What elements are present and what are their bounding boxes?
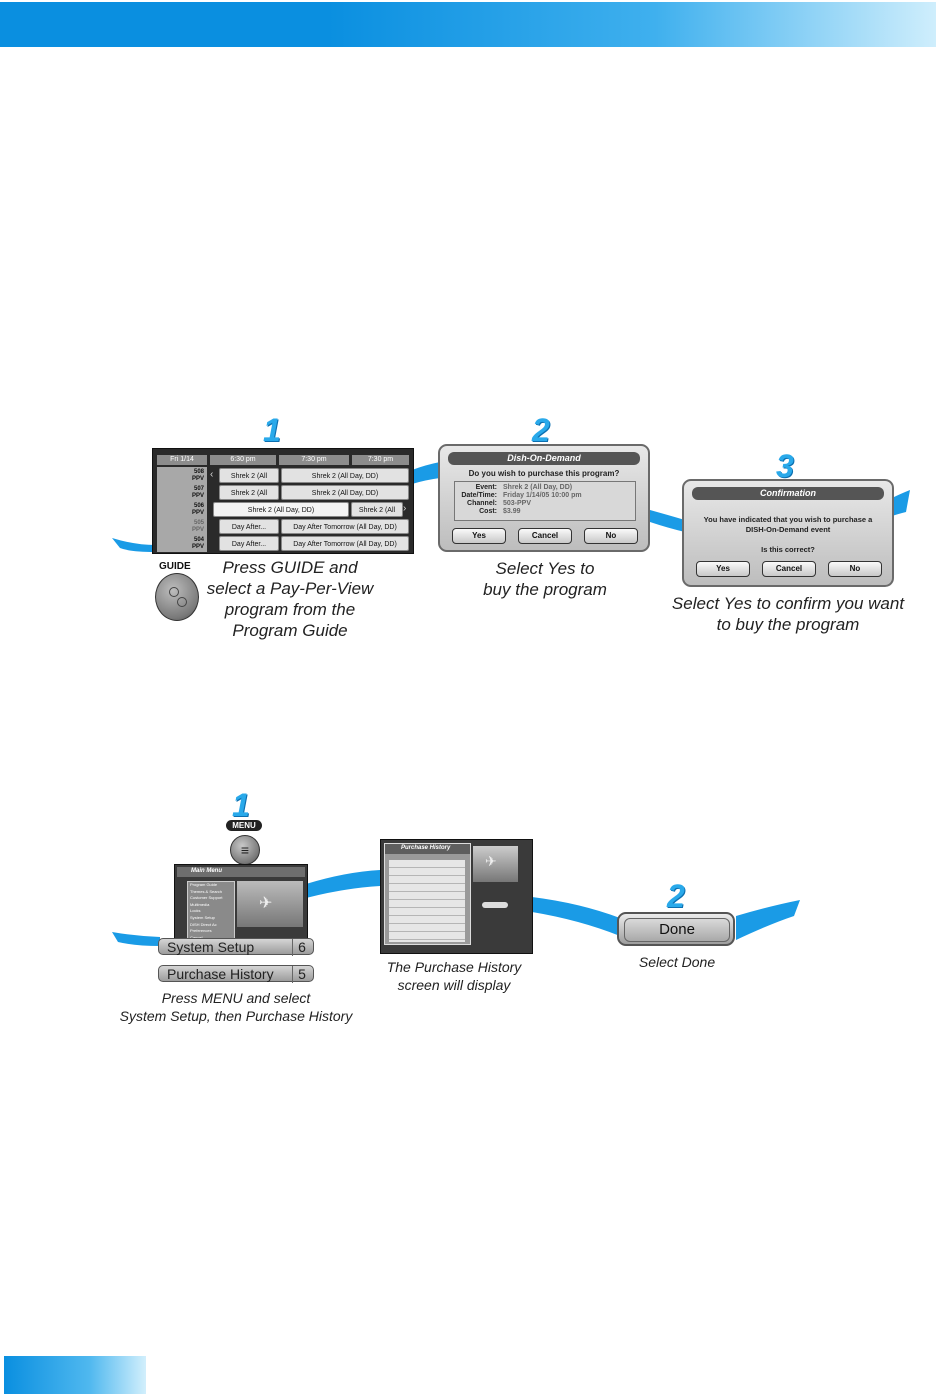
screen-header: Purchase History (385, 844, 470, 854)
guide-time-header: 7:30 pm (352, 455, 409, 465)
field-label: Channel: (455, 500, 497, 507)
menu-item[interactable]: Locks (190, 908, 234, 915)
video-preview: ✈ (237, 881, 303, 927)
menu-item-number: 5 (292, 966, 311, 983)
purchase-history-menu-item[interactable]: Purchase History 5 (158, 965, 314, 982)
dialog-question: Do you wish to purchase this program? (440, 469, 648, 478)
guide-program-cell[interactable]: Day After Tomorrow (All Day, DD) (281, 536, 409, 551)
main-menu-screen: Main Menu Program Guide Themes & Search … (174, 864, 308, 946)
guide-program-cell[interactable]: Shrek 2 (All Day, DD) (213, 502, 349, 517)
menu-label-pill: MENU (226, 820, 262, 831)
field-value: 503-PPV (503, 500, 531, 507)
guide-program-cell[interactable]: Shrek 2 (All Day, DD) (281, 468, 409, 483)
step2-caption: Select Yes to buy the program (460, 558, 630, 600)
dialog-title: Dish-On-Demand (448, 452, 640, 465)
guide-program-cell[interactable]: Shrek 2 (All (219, 485, 279, 500)
guide-date-header: Fri 1/14 (157, 455, 207, 465)
section2-step2-caption: Select Done (617, 953, 737, 971)
dialog-title: Confirmation (692, 487, 884, 500)
section2-step1-caption: Press MENU and select System Setup, then… (100, 989, 372, 1025)
guide-program-cell[interactable]: Day After Tomorrow (All Day, DD) (281, 519, 409, 534)
menu-item[interactable]: DISH Direct Ac (190, 922, 234, 929)
guide-time-header: 7:30 pm (279, 455, 349, 465)
guide-program-cell[interactable]: Day After... (219, 519, 279, 534)
guide-time-header: 6:30 pm (210, 455, 276, 465)
menu-lines-icon: ≡ (241, 842, 249, 858)
yes-button[interactable]: Yes (452, 528, 506, 544)
purchase-history-screen: Purchase History ✈ (380, 839, 533, 954)
confirmation-dialog: Confirmation You have indicated that you… (682, 479, 894, 587)
guide-program-cell[interactable]: Shrek 2 (All Day, DD) (281, 485, 409, 500)
dialog-message: DISH-On-Demand event (684, 525, 892, 534)
guide-remote-button[interactable] (155, 573, 199, 621)
menu-item-number: 6 (292, 939, 311, 956)
step-number-1: 1 (263, 412, 281, 449)
menu-item[interactable]: System Setup (190, 915, 234, 922)
cancel-button[interactable]: Cancel (518, 528, 572, 544)
video-preview: ✈ (473, 846, 518, 882)
menu-remote-button[interactable]: ≡ (230, 835, 260, 865)
screen-title: Purchase History (401, 845, 450, 851)
purchase-table (389, 860, 465, 942)
field-label: Cost: (455, 508, 497, 515)
menu-item-label: System Setup (167, 939, 254, 956)
menu-item-label: Purchase History (167, 966, 274, 983)
menu-item[interactable]: Multimedia (190, 902, 234, 909)
airplane-icon: ✈ (485, 853, 497, 870)
screen-header: Main Menu (177, 867, 305, 877)
done-button[interactable]: Done (617, 912, 735, 946)
dish-on-demand-dialog: Dish-On-Demand Do you wish to purchase t… (438, 444, 650, 552)
menu-button-label: MENU (232, 821, 256, 830)
step-number-1: 1 (232, 787, 250, 824)
field-label: Date/Time: (455, 492, 497, 499)
system-setup-menu-item[interactable]: System Setup 6 (158, 938, 314, 955)
menu-list: Program Guide Themes & Search Customer S… (187, 881, 235, 945)
chevron-left-icon: ‹ (210, 469, 213, 480)
step3-caption: Select Yes to confirm you want to buy th… (650, 593, 926, 635)
field-label: Event: (455, 484, 497, 491)
no-button[interactable]: No (828, 561, 882, 577)
guide-program-cell[interactable]: Shrek 2 (All (351, 502, 403, 517)
section2-middle-caption: The Purchase History screen will display (360, 958, 548, 994)
no-button[interactable]: No (584, 528, 638, 544)
menu-item[interactable]: Themes & Search (190, 889, 234, 896)
done-button-small[interactable] (482, 902, 508, 908)
dialog-message: You have indicated that you wish to purc… (684, 515, 892, 524)
done-button-label: Done (624, 918, 730, 942)
guide-program-cell[interactable]: Shrek 2 (All (219, 468, 279, 483)
button-dot-icon (177, 597, 187, 607)
field-value: $3.99 (503, 508, 521, 515)
step1-caption: Press GUIDE and select a Pay-Per-View pr… (197, 557, 383, 641)
button-dot-icon (169, 587, 179, 597)
event-details-box: Event: Shrek 2 (All Day, DD) Date/Time: … (454, 481, 636, 521)
menu-item[interactable]: Preferences (190, 928, 234, 935)
menu-item[interactable]: Customer Support (190, 895, 234, 902)
dialog-question: Is this correct? (684, 545, 892, 554)
yes-button[interactable]: Yes (696, 561, 750, 577)
guide-channel: 505PPV (157, 518, 207, 535)
screen-title: Main Menu (191, 868, 222, 874)
guide-program-cell[interactable]: Day After... (219, 536, 279, 551)
step-number-2: 2 (667, 878, 685, 915)
cancel-button[interactable]: Cancel (762, 561, 816, 577)
field-value: Friday 1/14/05 10:00 pm (503, 492, 582, 499)
menu-item[interactable]: Program Guide (190, 882, 234, 889)
guide-button-label: GUIDE (159, 561, 191, 572)
airplane-icon: ✈ (259, 893, 272, 913)
purchase-list: Purchase History (384, 843, 471, 945)
chevron-right-icon: › (403, 503, 406, 514)
field-value: Shrek 2 (All Day, DD) (503, 484, 572, 491)
